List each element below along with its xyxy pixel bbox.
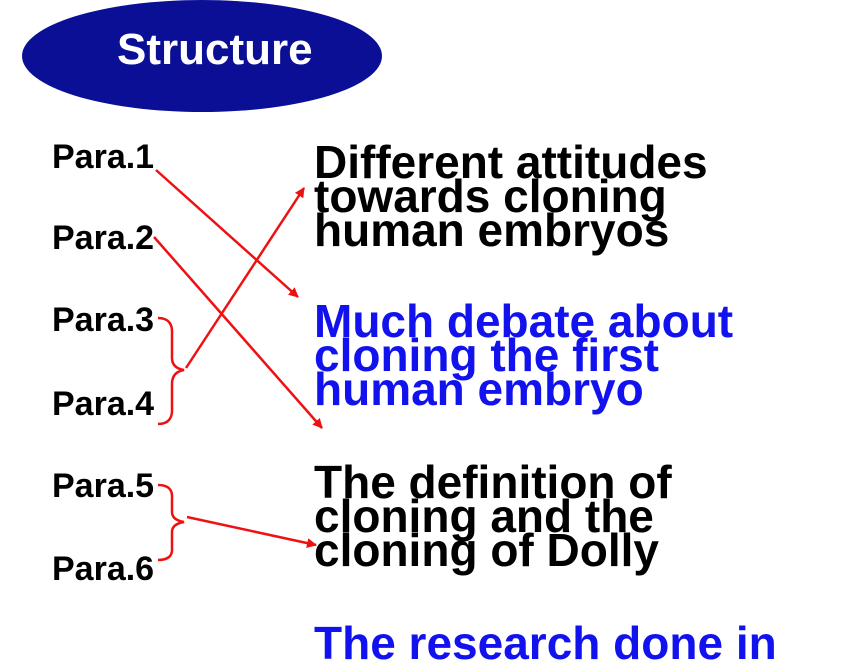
para-label-6: Para.6 <box>52 550 155 588</box>
topic-2-line-1: Much debate about <box>314 295 734 347</box>
para-label-5: Para.5 <box>52 467 155 505</box>
topic-3: The definition of cloning and the clonin… <box>314 456 672 576</box>
brace-para3-4 <box>157 316 185 426</box>
topic-3-line-3: cloning of Dolly <box>314 524 659 576</box>
arrow-para1-to-topic2 <box>155 169 299 298</box>
para-label-2: Para.2 <box>52 219 155 257</box>
topic-1-line-3: human embryos <box>314 204 670 256</box>
para-label-4: Para.4 <box>52 385 155 423</box>
topic-2-line-2: cloning the first <box>314 329 659 381</box>
arrow-para56-to-topic3 <box>186 515 317 548</box>
page-title: Structure <box>117 25 313 74</box>
brace-para5-6 <box>157 483 185 562</box>
topic-1: Different attitudes towards cloning huma… <box>314 136 708 256</box>
para-label-1: Para.1 <box>52 138 155 176</box>
topic-1-line-1: Different attitudes <box>314 136 708 188</box>
para-label-3: Para.3 <box>52 301 155 339</box>
topic-3-line-1: The definition of <box>314 456 672 508</box>
arrow-para2-to-topic3 <box>153 236 323 429</box>
arrow-para34-to-topic1 <box>184 187 306 369</box>
topic-1-line-2: towards cloning <box>314 170 667 222</box>
topic-2-line-3: human embryo <box>314 363 644 415</box>
title-badge <box>22 0 382 112</box>
topic-2: Much debate about cloning the first huma… <box>314 295 734 415</box>
connector-layer <box>153 169 323 562</box>
topic-3-line-2: cloning and the <box>314 490 654 542</box>
